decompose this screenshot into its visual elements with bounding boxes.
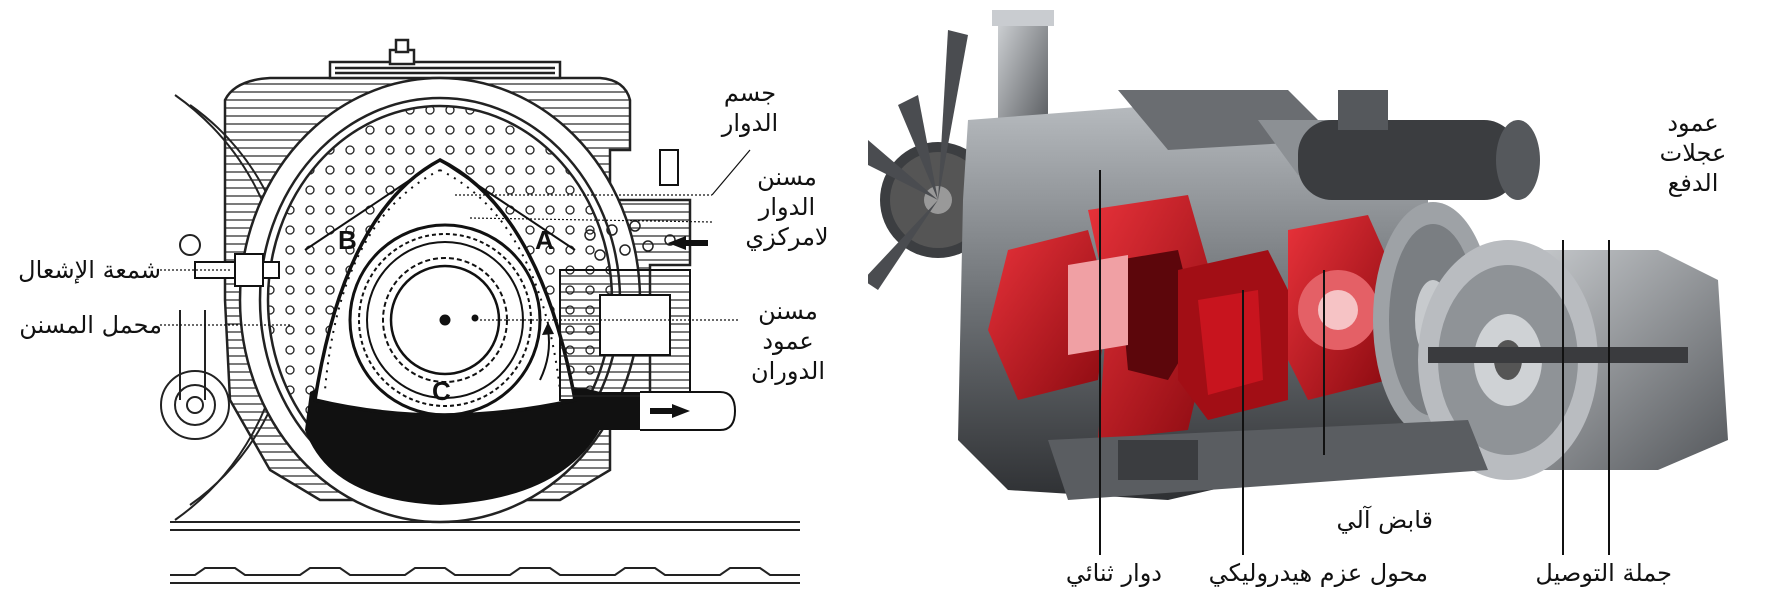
engine-cutaway-illustration: عمود عجلات الدفع قابض آلي دوار ثنائي محو… — [868, 0, 1771, 602]
label-drive-shaft: عمود عجلات الدفع — [1659, 109, 1727, 197]
label-twin-rotor: دوار ثنائي — [1065, 559, 1162, 587]
engine-cutaway-drawing — [868, 10, 1728, 555]
label-automatic-clutch: قابض آلي — [1336, 506, 1433, 534]
flow-arrows — [650, 236, 708, 418]
leader-lines — [160, 194, 740, 326]
shaft-gear — [382, 257, 508, 383]
label-transmission: جملة التوصيل — [1535, 559, 1672, 587]
intake-port — [559, 149, 691, 401]
label-shaft-gear: مسنن عمود الدوران — [750, 297, 826, 385]
rotor-apex-c: C — [432, 376, 451, 406]
label-rotor-housing: جسم الدوار — [721, 79, 779, 137]
drive-shaft — [1428, 347, 1688, 363]
exhaust-chamber — [305, 386, 680, 505]
spark-plug-drawing — [194, 253, 280, 287]
rotary-engine-diagram: A B C جسم الدوار مسنن الدوار لامركزي مسن… — [0, 0, 860, 602]
cooling-fan — [868, 30, 996, 290]
photo-leader-lines — [1099, 170, 1610, 555]
base-rails — [170, 521, 800, 584]
label-torque-converter: محول عزم هيدروليكي — [1208, 559, 1428, 587]
air-filter — [1298, 90, 1540, 200]
torque-converter-section — [1288, 215, 1388, 400]
rotor-apex-b: B — [338, 225, 357, 255]
rotary-engine-line-drawing — [160, 38, 800, 584]
label-gear-carrier: محمل المسنن — [19, 311, 162, 339]
label-spark-plug: شمعة الإشعال — [18, 256, 161, 284]
rotor-apex-a: A — [535, 225, 554, 255]
label-eccentric-rotor-gear: مسنن الدوار لامركزي — [745, 163, 829, 251]
